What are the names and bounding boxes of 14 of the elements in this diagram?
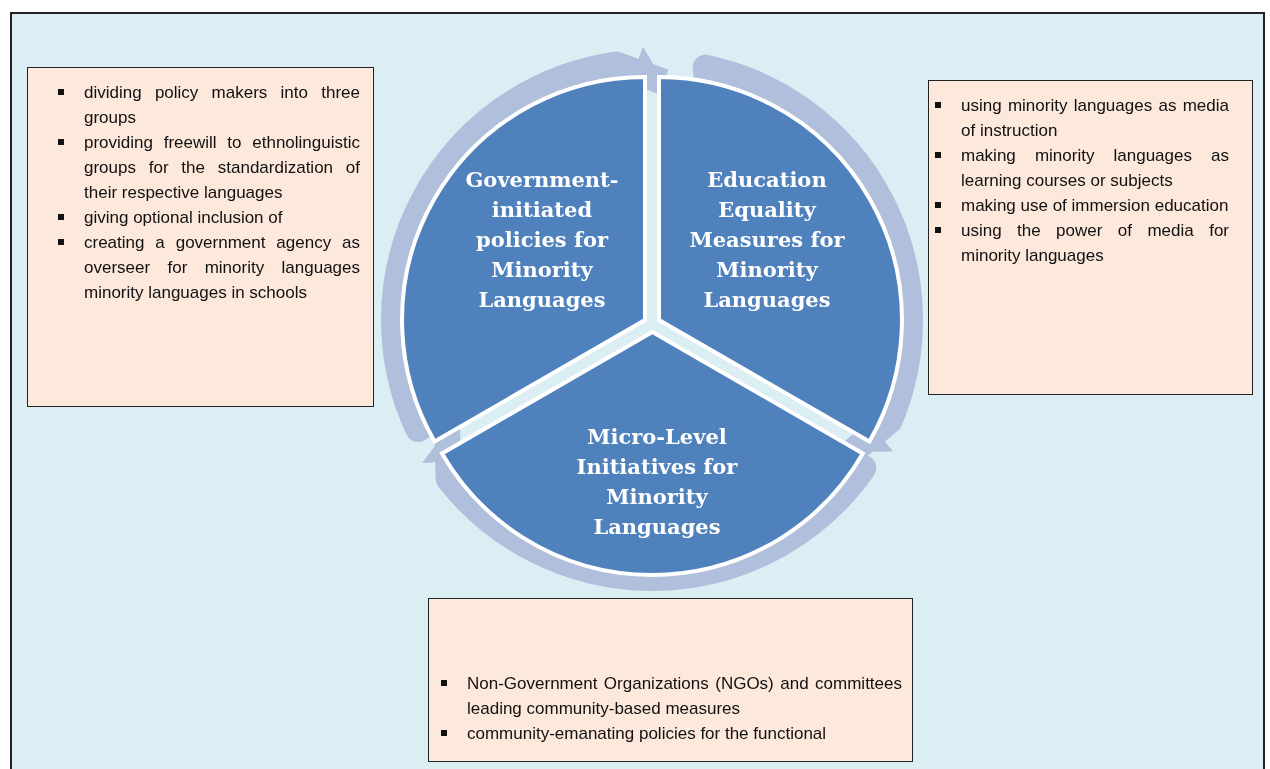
bullet-item: making use of immersion education	[933, 193, 1229, 218]
segment-label: Micro-Level Initiatives for Minority Languages	[575, 423, 739, 541]
bullet-item: creating a government agency as overseer for minority languages minority languages in schools	[56, 230, 360, 305]
curved-arrow	[422, 429, 877, 591]
segment-label: Government-initiated policies for Minority Languages	[464, 166, 620, 314]
text-box	[428, 598, 913, 762]
curved-arrow	[381, 46, 669, 442]
bullet-item: using the power of media for minority languages	[933, 218, 1229, 268]
text-box	[928, 80, 1253, 395]
pie-segment	[442, 332, 863, 575]
segment-label: Education Equality Measures for Minority Languages	[688, 166, 846, 314]
bullet-item: giving optional inclusion of	[56, 205, 360, 230]
text-box	[27, 67, 374, 407]
bullet-item: community-emanating policies for the functional	[439, 721, 902, 746]
